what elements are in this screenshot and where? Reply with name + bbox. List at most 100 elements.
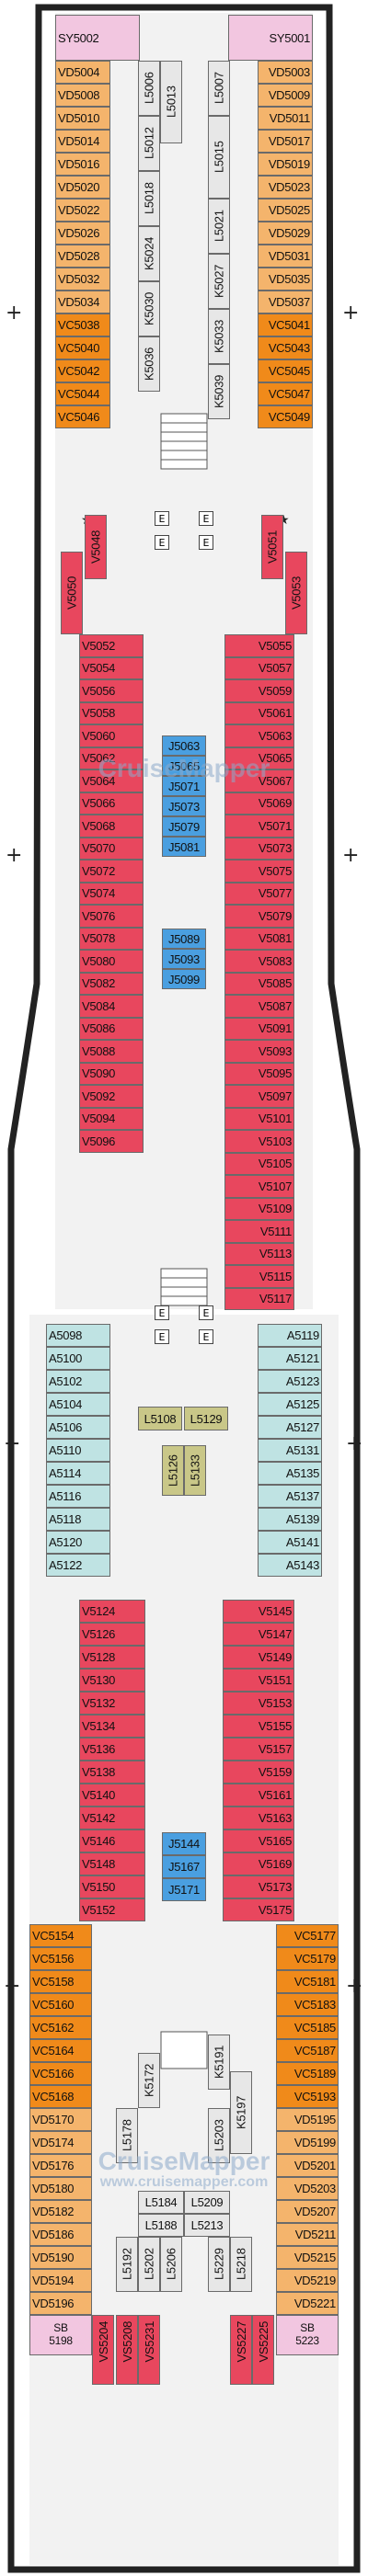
cabin-v5087[interactable]: V5087	[224, 995, 294, 1018]
cabin-v5067[interactable]: V5067	[224, 769, 294, 792]
cabin-v5175[interactable]: V5175	[223, 1898, 294, 1921]
cabin-k5197[interactable]: K5197	[230, 2071, 252, 2154]
cabin-v5071[interactable]: V5071	[224, 815, 294, 838]
cabin-vd5022[interactable]: VD5022	[55, 199, 110, 222]
cabin-a5131[interactable]: A5131	[258, 1439, 322, 1462]
cabin-vc5187[interactable]: VC5187	[276, 2039, 339, 2062]
cabin-vc5045[interactable]: VC5045	[258, 359, 313, 382]
cabin-v5066[interactable]: V5066	[79, 792, 144, 815]
cabin-v5056[interactable]: V5056	[79, 679, 144, 702]
cabin-vc5043[interactable]: VC5043	[258, 336, 313, 359]
cabin-vd5215[interactable]: VD5215	[276, 2246, 339, 2269]
cabin-v5060[interactable]: V5060	[79, 724, 144, 747]
cabin-v5079[interactable]: V5079	[224, 905, 294, 928]
cabin-l5206[interactable]: L5206	[160, 2237, 182, 2292]
cabin-a5104[interactable]: A5104	[46, 1393, 110, 1416]
cabin-l5202[interactable]: L5202	[138, 2237, 160, 2292]
cabin-vc5164[interactable]: VC5164	[29, 2039, 92, 2062]
cabin-a5127[interactable]: A5127	[258, 1416, 322, 1439]
cabin-vc5154[interactable]: VC5154	[29, 1924, 92, 1947]
cabin-v5086[interactable]: V5086	[79, 1017, 144, 1040]
cabin-l5229[interactable]: L5229	[208, 2237, 230, 2292]
cabin-v5050[interactable]: V5050	[61, 552, 83, 634]
cabin-vd5028[interactable]: VD5028	[55, 245, 110, 268]
cabin-v5157[interactable]: V5157	[223, 1738, 294, 1761]
cabin-j5099[interactable]: J5099	[162, 969, 206, 989]
cabin-j5089[interactable]: J5089	[162, 929, 206, 949]
cabin-l5188[interactable]: L5188	[138, 2214, 184, 2237]
cabin-a5106[interactable]: A5106	[46, 1416, 110, 1439]
cabin-l5133[interactable]: L5133	[184, 1445, 206, 1496]
cabin-v5169[interactable]: V5169	[223, 1852, 294, 1875]
cabin-v5147[interactable]: V5147	[223, 1623, 294, 1646]
cabin-v5117[interactable]: V5117	[224, 1287, 294, 1310]
cabin-vd5029[interactable]: VD5029	[258, 222, 313, 245]
cabin-vd5025[interactable]: VD5025	[258, 199, 313, 222]
cabin-l5013[interactable]: L5013	[160, 61, 182, 143]
cabin-a5114[interactable]: A5114	[46, 1462, 110, 1485]
cabin-a5139[interactable]: A5139	[258, 1508, 322, 1531]
cabin-vc5181[interactable]: VC5181	[276, 1970, 339, 1993]
cabin-v5083[interactable]: V5083	[224, 950, 294, 973]
cabin-l5018[interactable]: L5018	[138, 171, 160, 226]
cabin-vd5026[interactable]: VD5026	[55, 222, 110, 245]
cabin-l5192[interactable]: L5192	[116, 2237, 138, 2292]
cabin-v5085[interactable]: V5085	[224, 972, 294, 995]
cabin-vc5168[interactable]: VC5168	[29, 2085, 92, 2108]
cabin-vc5158[interactable]: VC5158	[29, 1970, 92, 1993]
cabin-a5102[interactable]: A5102	[46, 1370, 110, 1393]
cabin-vd5023[interactable]: VD5023	[258, 176, 313, 199]
cabin-vc5046[interactable]: VC5046	[55, 405, 110, 428]
cabin-j5171[interactable]: J5171	[162, 1878, 206, 1901]
cabin-vc5189[interactable]: VC5189	[276, 2062, 339, 2085]
cabin-v5051[interactable]: V5051	[261, 515, 283, 579]
cabin-k5191[interactable]: K5191	[208, 2035, 230, 2090]
cabin-v5077[interactable]: V5077	[224, 882, 294, 905]
cabin-v5081[interactable]: V5081	[224, 927, 294, 950]
cabin-vc5040[interactable]: VC5040	[55, 336, 110, 359]
cabin-v5148[interactable]: V5148	[79, 1852, 145, 1875]
cabin-v5146[interactable]: V5146	[79, 1829, 145, 1852]
cabin-vd5194[interactable]: VD5194	[29, 2269, 92, 2292]
cabin-vc5177[interactable]: VC5177	[276, 1924, 339, 1947]
cabin-vd5176[interactable]: VD5176	[29, 2154, 92, 2177]
cabin-v5062[interactable]: V5062	[79, 747, 144, 769]
cabin-v5097[interactable]: V5097	[224, 1085, 294, 1108]
cabin-j5063[interactable]: J5063	[162, 735, 206, 756]
cabin-v5105[interactable]: V5105	[224, 1152, 294, 1175]
cabin-vc5183[interactable]: VC5183	[276, 1993, 339, 2016]
cabin-vd5170[interactable]: VD5170	[29, 2108, 92, 2131]
cabin-a5141[interactable]: A5141	[258, 1531, 322, 1554]
cabin-v5101[interactable]: V5101	[224, 1107, 294, 1130]
cabin-v5136[interactable]: V5136	[79, 1738, 145, 1761]
cabin-v5058[interactable]: V5058	[79, 701, 144, 724]
cabin-v5151[interactable]: V5151	[223, 1669, 294, 1692]
cabin-k5030[interactable]: K5030	[138, 281, 160, 336]
cabin-vc5044[interactable]: VC5044	[55, 382, 110, 405]
cabin-k5027[interactable]: K5027	[208, 254, 230, 309]
cabin-vc5179[interactable]: VC5179	[276, 1947, 339, 1970]
cabin-vd5199[interactable]: VD5199	[276, 2131, 339, 2154]
cabin-vd5186[interactable]: VD5186	[29, 2223, 92, 2246]
cabin-v5074[interactable]: V5074	[79, 882, 144, 905]
cabin-v5107[interactable]: V5107	[224, 1175, 294, 1198]
cabin-v5095[interactable]: V5095	[224, 1062, 294, 1085]
cabin-vd5019[interactable]: VD5019	[258, 153, 313, 176]
cabin-vd5195[interactable]: VD5195	[276, 2108, 339, 2131]
cabin-l5218[interactable]: L5218	[230, 2237, 252, 2292]
cabin-v5072[interactable]: V5072	[79, 860, 144, 883]
cabin-vd5016[interactable]: VD5016	[55, 153, 110, 176]
cabin-v5090[interactable]: V5090	[79, 1062, 144, 1085]
cabin-vd5035[interactable]: VD5035	[258, 268, 313, 291]
cabin-a5098[interactable]: A5098	[46, 1324, 110, 1347]
cabin-vc5038[interactable]: VC5038	[55, 313, 110, 336]
cabin-vd5211[interactable]: VD5211	[276, 2223, 339, 2246]
cabin-j5065[interactable]: J5065	[162, 756, 206, 776]
cabin-vs5225[interactable]: VS5225	[252, 2315, 274, 2385]
cabin-v5055[interactable]: V5055	[224, 634, 294, 657]
cabin-v5165[interactable]: V5165	[223, 1829, 294, 1852]
cabin-v5173[interactable]: V5173	[223, 1875, 294, 1898]
cabin-v5078[interactable]: V5078	[79, 927, 144, 950]
cabin-l5006[interactable]: L5006	[138, 61, 160, 116]
cabin-a5137[interactable]: A5137	[258, 1485, 322, 1508]
